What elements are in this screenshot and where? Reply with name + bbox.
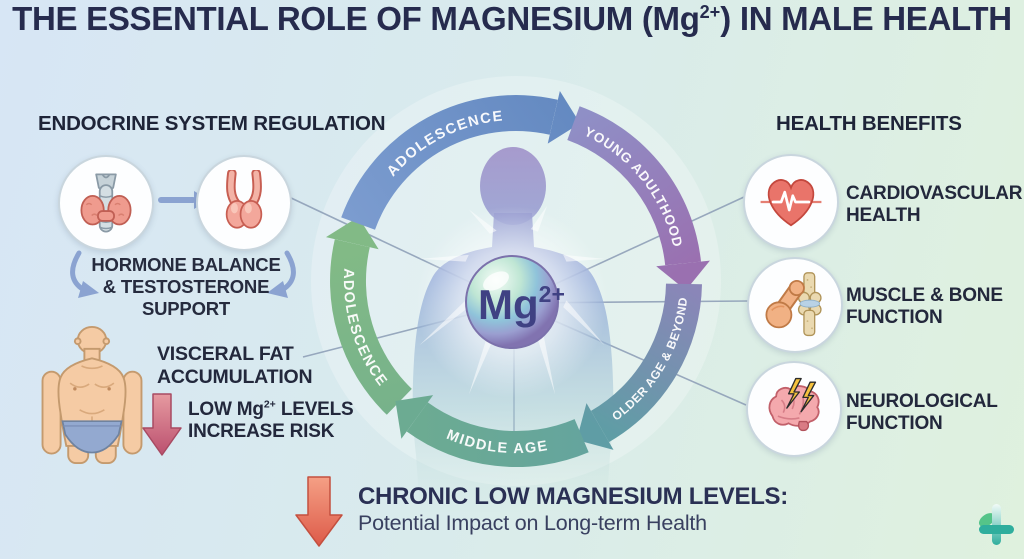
risk-down-arrow-icon <box>142 393 182 456</box>
heart-ekg-icon <box>760 179 822 227</box>
footer-down-arrow-icon <box>295 476 343 547</box>
mg-label: Mg2+ <box>478 281 565 328</box>
arc-middle-age <box>406 402 589 467</box>
thyroid-gland-icon <box>80 173 132 233</box>
muscle-bone-icon <box>765 272 822 337</box>
connector-lines <box>288 196 750 447</box>
benefit-label-muscle-bone: MUSCLE & BONE FUNCTION <box>846 285 1003 329</box>
male-torso-illustration <box>41 326 143 464</box>
footer-heading: CHRONIC LOW MAGNESIUM LEVELS: <box>358 483 788 510</box>
benefit-label-cardiovascular: CARDIOVASCULAR HEALTH <box>846 183 1023 227</box>
visceral-fat-label: VISCERAL FAT ACCUMULATION <box>157 343 313 388</box>
neurological-circle <box>746 361 842 457</box>
cardiovascular-circle <box>743 154 839 250</box>
medical-cross-leaf-logo-icon <box>978 504 1014 545</box>
curved-arrow-left-icon <box>70 250 99 298</box>
benefit-label-neurological: NEUROLOGICAL FUNCTION <box>846 391 998 435</box>
arc-arrowhead-middle-age <box>395 395 434 439</box>
arc-adolescence-top <box>341 95 558 230</box>
arc-arrowhead-adolescence-top <box>547 90 581 144</box>
footer-subheading: Potential Impact on Long-term Health <box>358 511 707 535</box>
page-title: THE ESSENTIAL ROLE OF MAGNESIUM (Mg2+) I… <box>12 0 1012 37</box>
arc-adolescence-left <box>330 239 412 415</box>
arc-young-adulthood <box>567 106 701 266</box>
endocrine-section-heading: ENDOCRINE SYSTEM REGULATION <box>38 112 386 135</box>
testes-circle <box>196 155 292 251</box>
testes-icon <box>225 170 263 229</box>
arc-arrowhead-older-age-beyond <box>576 403 614 450</box>
health-benefits-heading: HEALTH BENEFITS <box>776 112 962 135</box>
arc-older-age-beyond <box>591 283 702 443</box>
muscle-bone-circle <box>747 257 843 353</box>
low-mg-risk-label: LOW Mg2+ LEVELS INCREASE RISK <box>188 399 354 443</box>
hormone-balance-label: HORMONE BALANCE & TESTOSTERONE SUPPORT <box>91 254 281 319</box>
thyroid-circle <box>58 155 154 251</box>
brain-lightning-icon <box>768 377 820 432</box>
curved-arrow-right-icon <box>267 250 296 298</box>
sphere-rays <box>419 206 605 395</box>
mg-sphere: Mg2+ <box>465 255 565 349</box>
arc-arrowhead-young-adulthood <box>656 260 710 291</box>
arc-arrowhead-adolescence-left <box>325 216 379 250</box>
